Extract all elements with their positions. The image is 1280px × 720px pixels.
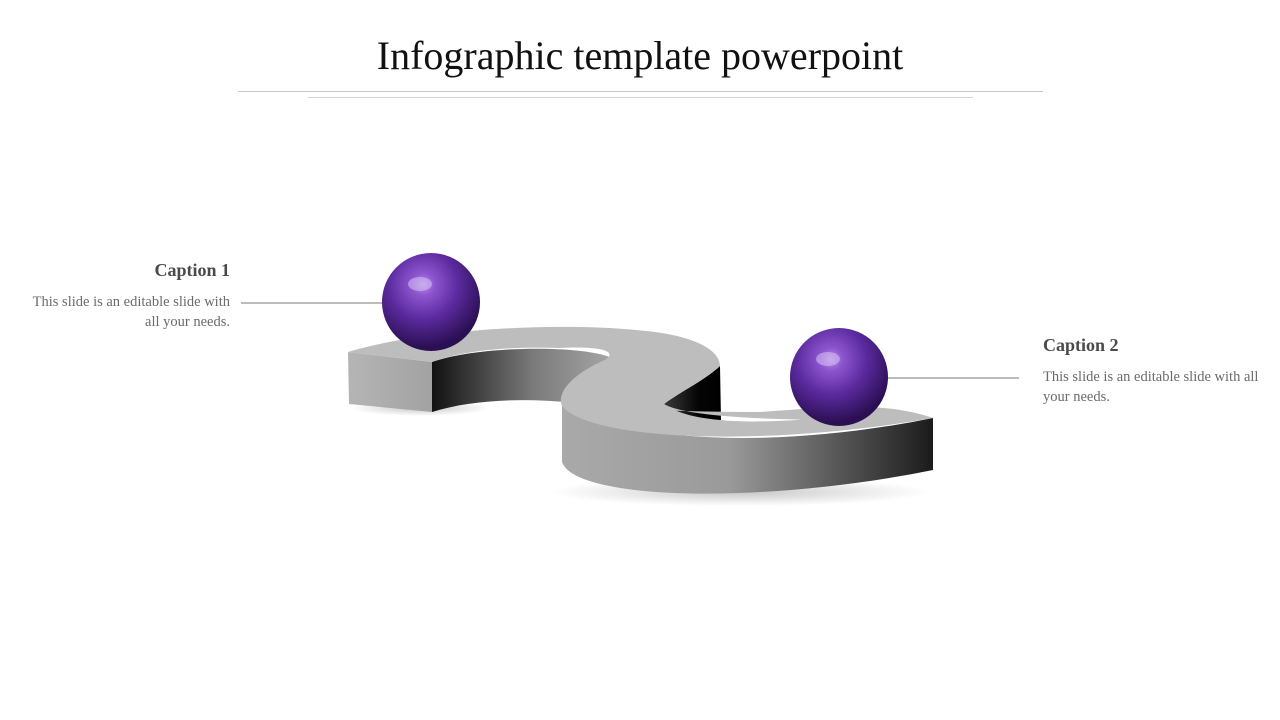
inner-wall-left [432, 348, 616, 412]
caption-1: Caption 1 This slide is an editable slid… [20, 260, 230, 332]
caption-1-text: This slide is an editable slide with all… [32, 294, 230, 330]
title-divider-top [238, 91, 1043, 92]
sphere-1 [382, 253, 480, 351]
title-divider-bottom [308, 97, 973, 98]
outer-wall-right [562, 406, 933, 494]
sphere-2-highlight [816, 352, 840, 366]
sphere-2 [790, 328, 888, 426]
inner-wall-right [664, 366, 721, 420]
caption-2: Caption 2 This slide is an editable slid… [1043, 335, 1263, 407]
caption-2-title: Caption 2 [1043, 335, 1119, 355]
caption-1-title: Caption 1 [154, 260, 230, 280]
end-face-left [348, 352, 432, 412]
sphere-1-highlight [408, 277, 432, 291]
slide-title: Infographic template powerpoint [376, 33, 904, 78]
top-surface [348, 326, 933, 420]
caption-2-text: This slide is an editable slide with all… [1043, 369, 1259, 405]
